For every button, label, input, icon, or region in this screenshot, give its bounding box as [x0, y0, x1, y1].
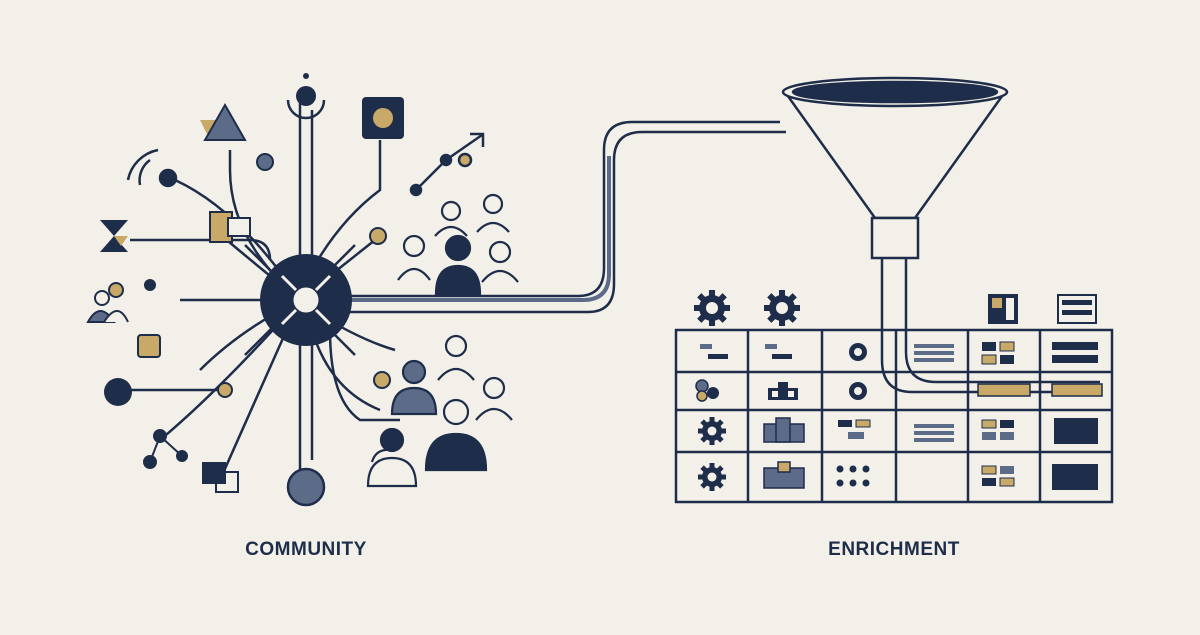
stacked-squares-icon: [202, 462, 239, 493]
hub-spokes: [280, 274, 332, 326]
grid-row-1: [700, 341, 1098, 365]
community-label: COMMUNITY: [245, 539, 367, 560]
hub-core: [290, 284, 322, 316]
dot-icon: [373, 371, 391, 389]
enrichment-label: ENRICHMENT: [828, 539, 960, 560]
people-group-top: [397, 193, 519, 296]
gear-icon: [698, 463, 726, 491]
bottom-node-icon: [286, 467, 326, 507]
triangle-icon: [200, 102, 247, 141]
dot-icon: [217, 382, 233, 398]
gear-icon: [698, 417, 726, 445]
funnel-icon: [781, 76, 1009, 260]
antenna-icon: [286, 73, 326, 120]
gear-icon: [694, 290, 730, 326]
list-icon: [1057, 294, 1097, 324]
dot-icon: [369, 227, 387, 245]
share-icon: [143, 429, 188, 469]
gear-icon: [764, 290, 800, 326]
connector-pipe: [340, 120, 786, 314]
people-group-bottom: [366, 334, 513, 488]
layout-icon: [988, 294, 1018, 324]
node-icon: [104, 378, 132, 406]
signal-icon: [126, 148, 178, 188]
dot-icon: [256, 153, 274, 171]
folder-icon: [209, 211, 251, 243]
arrow-icon: [409, 132, 485, 197]
data-grid: [674, 328, 1114, 504]
grid-row-4: [698, 461, 1098, 491]
bowtie-icon: [100, 220, 128, 252]
grid-row-3: [698, 417, 1098, 445]
funnel-outlet-pipe: [880, 258, 1100, 394]
grid-row-2: [695, 379, 1103, 402]
square-icon: [137, 334, 161, 358]
people-icon: [86, 282, 129, 323]
square-node-icon: [362, 97, 404, 139]
dot-icon: [144, 279, 156, 291]
